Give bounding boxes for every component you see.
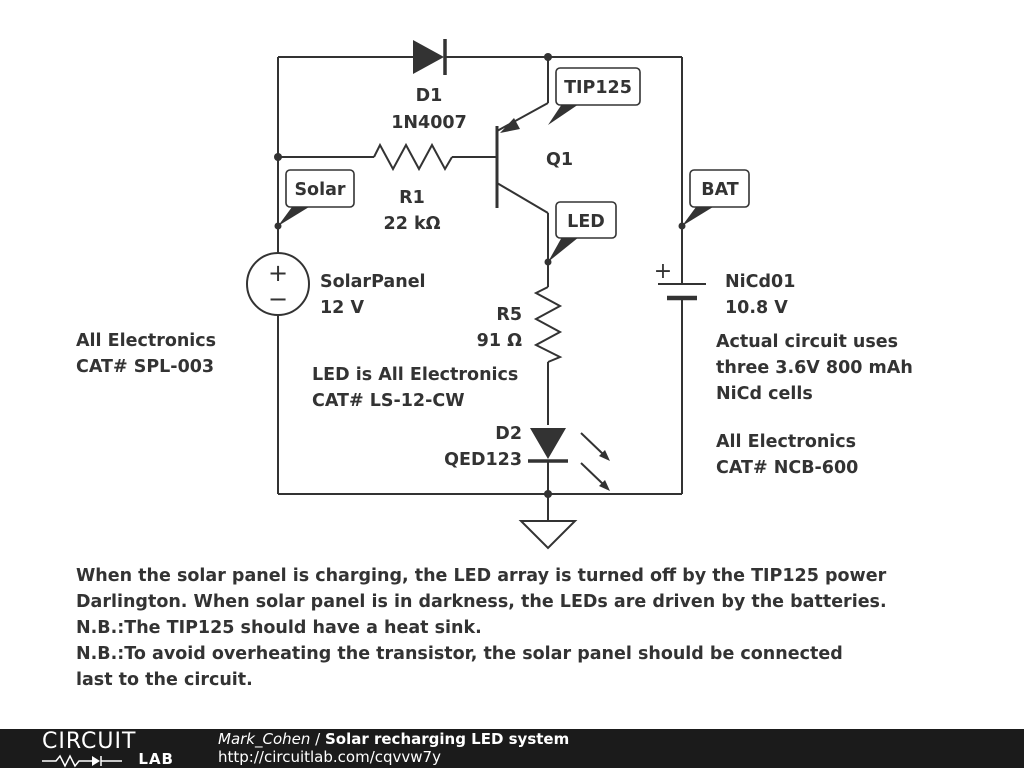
battery-note-line4: All Electronics: [716, 432, 856, 452]
description-line5: last to the circuit.: [76, 670, 253, 690]
r1-ref-label: R1: [399, 188, 425, 208]
circuit-url-link[interactable]: http://circuitlab.com/cqvvw7y: [218, 748, 441, 766]
battery-plus-sign: +: [654, 259, 672, 284]
battery-note-line3: NiCd cells: [716, 384, 813, 404]
light-emission-arrows-icon: [580, 432, 610, 491]
led-note-line1: LED is All Electronics: [312, 365, 518, 385]
footer-credit: Mark_Cohen / Solar recharging LED system: [218, 731, 569, 748]
tag-tip125-label: TIP125: [564, 78, 632, 98]
net-tag-tip125: TIP125: [548, 67, 641, 125]
led-note-line2: CAT# LS-12-CW: [312, 391, 465, 411]
solar-panel-symbol: [246, 252, 310, 316]
solar-note-line2: CAT# SPL-003: [76, 357, 214, 377]
d2-value-label: QED123: [444, 450, 522, 470]
junction-dot: [544, 490, 552, 498]
transistor-q1-symbol: [495, 102, 549, 214]
r5-ref-label: R5: [496, 305, 522, 325]
net-tag-bat: BAT: [682, 169, 750, 226]
solar-panel-value-label: 12 V: [320, 298, 364, 318]
resistor-r1-symbol: [373, 142, 453, 172]
description-line2: Darlington. When solar panel is in darkn…: [76, 592, 887, 612]
circuit-schematic: D1 1N4007 R1 22 kΩ Q1 + − SolarPanel 12 …: [76, 39, 913, 550]
credit-separator: /: [310, 730, 325, 748]
circuit-title: Solar recharging LED system: [324, 730, 570, 748]
battery-note-line1: Actual circuit uses: [716, 332, 898, 352]
junction-dot: [544, 53, 552, 61]
logo-text-circuit: CIRCUIT: [42, 729, 137, 754]
battery-note-line2: three 3.6V 800 mAh: [716, 358, 913, 378]
solar-panel-minus-sign: −: [268, 285, 288, 313]
q1-ref-label: Q1: [546, 150, 573, 170]
solar-panel-plus-sign: +: [268, 259, 288, 287]
d1-ref-label: D1: [416, 86, 443, 106]
description-line3: N.B.:The TIP125 should have a heat sink.: [76, 618, 482, 638]
net-tag-led: LED: [548, 201, 617, 262]
tag-solar-label: Solar: [294, 180, 345, 200]
net-tag-solar: Solar: [278, 169, 355, 226]
battery-note-line5: CAT# NCB-600: [716, 458, 858, 478]
author-link[interactable]: Mark_Cohen: [218, 730, 311, 748]
r1-value-label: 22 kΩ: [384, 214, 441, 234]
ground-symbol: [518, 520, 578, 550]
led-d2-symbol: [528, 428, 568, 463]
battery-symbol: [658, 283, 706, 301]
circuitlab-logo[interactable]: CIRCUIT LAB: [42, 729, 182, 768]
d1-value-label: 1N4007: [391, 113, 467, 133]
resistor-r5-symbol: [533, 286, 563, 363]
wires: [277, 56, 683, 521]
junction-dot: [274, 153, 282, 161]
r5-value-label: 91 Ω: [477, 331, 522, 351]
solar-note-line1: All Electronics: [76, 331, 216, 351]
footer-bar: CIRCUIT LAB Mark_Cohen / Solar rechargin…: [0, 729, 1024, 768]
tag-led-label: LED: [567, 212, 605, 232]
logo-text-lab: LAB: [138, 750, 174, 768]
solar-panel-name-label: SolarPanel: [320, 272, 426, 292]
tag-bat-label: BAT: [701, 180, 739, 200]
battery-value-label: 10.8 V: [725, 298, 788, 318]
description-line1: When the solar panel is charging, the LE…: [76, 566, 887, 586]
battery-name-label: NiCd01: [725, 272, 795, 292]
diode-d1-symbol: [413, 39, 447, 75]
logo-waveform-icon: [42, 754, 122, 768]
d2-ref-label: D2: [495, 424, 522, 444]
description-line4: N.B.:To avoid overheating the transistor…: [76, 644, 843, 664]
circuit-description: When the solar panel is charging, the LE…: [76, 563, 976, 693]
